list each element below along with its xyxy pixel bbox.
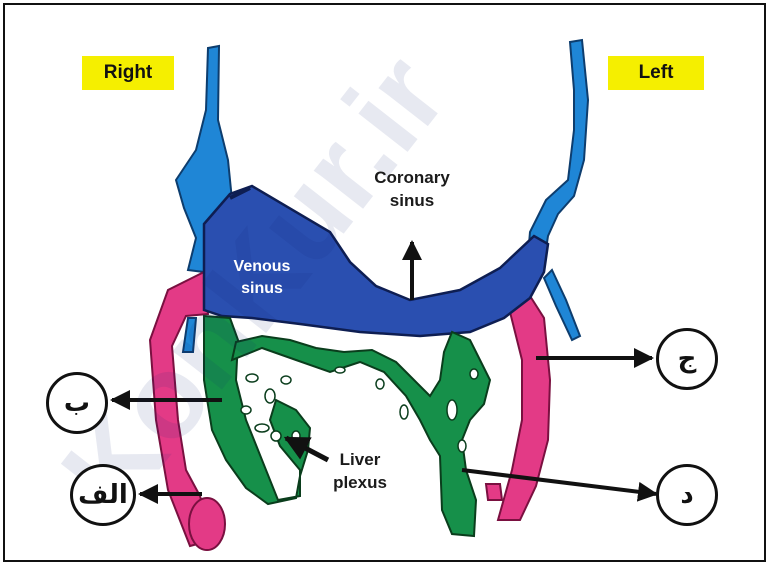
venous-sinus-label: Venous sinus <box>222 256 302 300</box>
marker-be: ب <box>46 372 108 434</box>
venous-sinus-line1: Venous <box>222 256 302 278</box>
liver-plexus-line1: Liver <box>318 448 402 471</box>
coronary-sinus-line2: sinus <box>362 189 462 212</box>
right-side-tag: Right <box>82 56 174 90</box>
liver-plexus-line2: plexus <box>318 471 402 494</box>
marker-jim: ج <box>656 328 718 390</box>
right-pink-vein-end <box>189 498 225 550</box>
liver-plexus-label: Liver plexus <box>318 448 402 494</box>
coronary-sinus-line1: Coronary <box>362 166 462 189</box>
left-side-tag: Left <box>608 56 704 90</box>
coronary-sinus-label: Coronary sinus <box>362 166 462 212</box>
left-upper-vein <box>528 40 588 256</box>
marker-alef: الف <box>70 464 136 526</box>
venous-sinus-line2: sinus <box>222 278 302 300</box>
left-pink-vein-foot <box>486 484 502 500</box>
marker-dal: د <box>656 464 718 526</box>
left-pink-vein <box>498 296 550 520</box>
left-vein-branch <box>544 270 580 340</box>
